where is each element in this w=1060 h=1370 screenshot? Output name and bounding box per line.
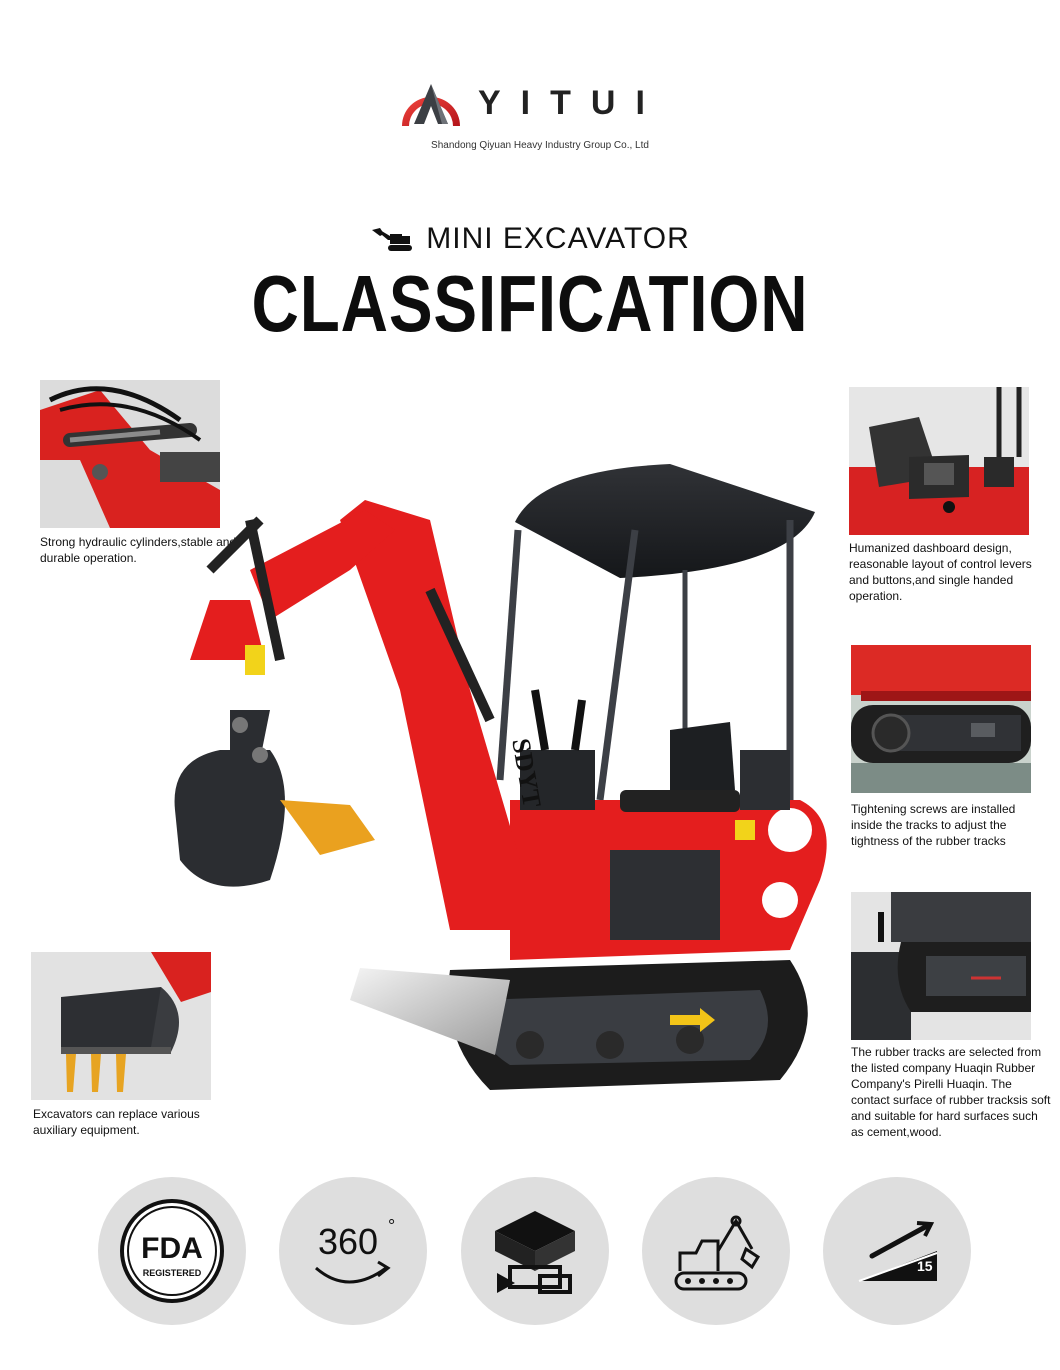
hydraulic-cylinder-photo (40, 380, 220, 528)
caption-dashboard: Humanized dashboard design, reasonable l… (849, 541, 1032, 603)
caption-tracks: Tightening screws are installed inside t… (851, 802, 1016, 848)
fda-registered-text: REGISTERED (143, 1268, 202, 1278)
steel-beams-icon (495, 1211, 575, 1294)
mini-excavator-image: SDYT (174, 464, 827, 1090)
excavator-small-icon (372, 228, 413, 251)
excavator-outline-icon (674, 1215, 761, 1291)
track-tensioner-photo (851, 645, 1031, 793)
fda-registered-icon: FDA REGISTERED (120, 1199, 224, 1303)
feature-slope-15: 15 (823, 1177, 971, 1325)
fda-text: FDA (141, 1232, 203, 1265)
rotate-360-icon: 360 ° (315, 1216, 395, 1284)
dashboard-photo (849, 387, 1029, 535)
slope-value: 15 (917, 1258, 933, 1274)
rotation-degree: ° (388, 1216, 395, 1236)
main-title: CLASSIFICATION (251, 259, 809, 348)
logo-mark-icon (402, 84, 460, 126)
feature-360-rotation: 360 ° (279, 1177, 427, 1325)
caption-hydraulic: Strong hydraulic cylinders,stable and du… (40, 535, 237, 565)
brand-name: YITUI (478, 84, 665, 122)
company-name: Shandong Qiyuan Heavy Industry Group Co.… (431, 140, 649, 151)
feature-fda-registered: FDA REGISTERED (98, 1177, 246, 1325)
subtitle: MINI EXCAVATOR (426, 222, 690, 255)
rotation-text: 360 (318, 1221, 378, 1262)
caption-rubber-tracks: The rubber tracks are selected from the … (851, 1045, 1051, 1139)
subtitle-row: MINI EXCAVATOR (0, 222, 1060, 257)
rubber-track-photo (851, 892, 1031, 1040)
feature-steel-structure (461, 1177, 609, 1325)
feature-excavator-type (642, 1177, 790, 1325)
bucket-attachment-photo (31, 952, 211, 1100)
caption-bucket: Excavators can replace various auxiliary… (33, 1107, 200, 1137)
slope-15-icon: 15 (858, 1221, 938, 1282)
